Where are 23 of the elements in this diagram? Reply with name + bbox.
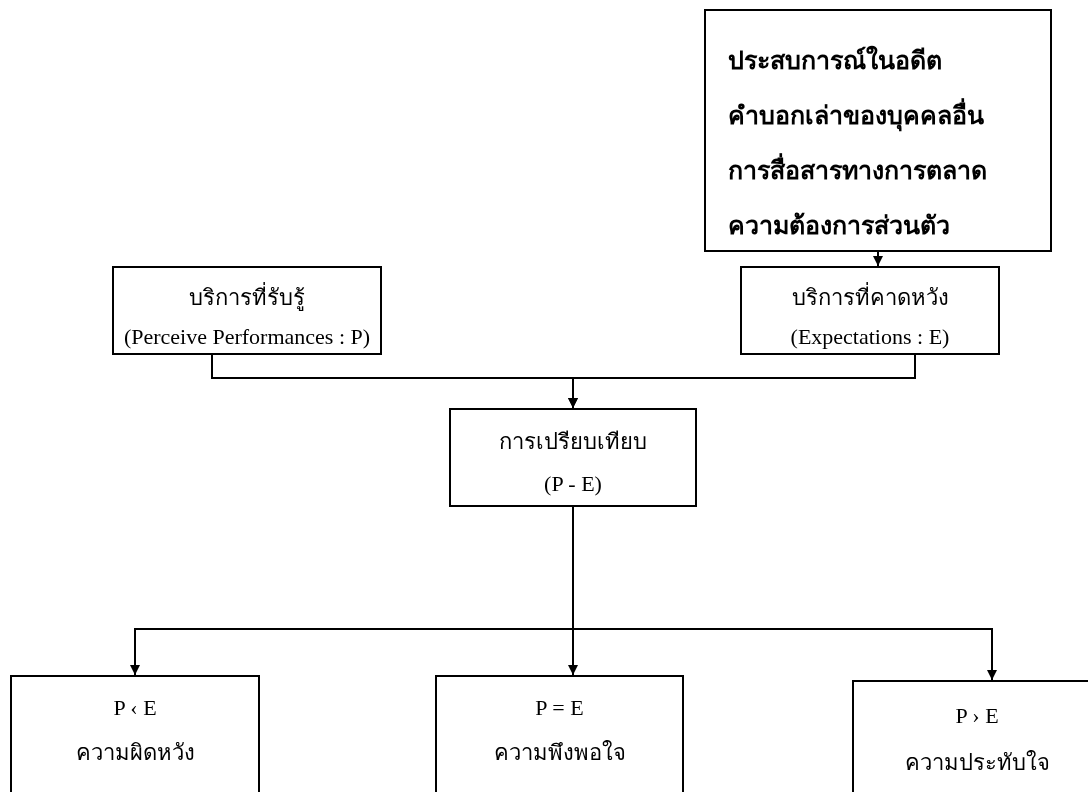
box-text: (Expectations : E): [790, 323, 950, 351]
box-text: P ‹ E: [113, 694, 157, 722]
box-text: การเปรียบเทียบ: [499, 428, 647, 456]
arrow: [873, 251, 883, 267]
process-box: [704, 9, 1052, 252]
box-text: ความต้องการส่วนตัว: [728, 212, 950, 240]
process-box: [10, 675, 260, 792]
box-text: (Perceive Performances : P): [123, 323, 371, 351]
box-text: P › E: [955, 702, 999, 730]
box-text: บริการที่คาดหวัง: [791, 284, 949, 312]
box-text: (P - E): [544, 470, 602, 498]
process-box: [740, 266, 1000, 355]
box-text: บริการที่รับรู้: [189, 284, 305, 312]
arrow: [568, 354, 916, 409]
process-box: [112, 266, 382, 355]
box-text: ความพึงพอใจ: [493, 739, 626, 767]
process-box: [449, 408, 697, 507]
process-box: [852, 680, 1088, 792]
box-text: ความผิดหวัง: [75, 739, 195, 767]
process-box: [435, 675, 684, 792]
box-text: ความประทับใจ: [904, 749, 1050, 777]
box-text: ประสบการณ์ในอดีต: [728, 47, 942, 75]
box-text: P = E: [535, 694, 584, 722]
